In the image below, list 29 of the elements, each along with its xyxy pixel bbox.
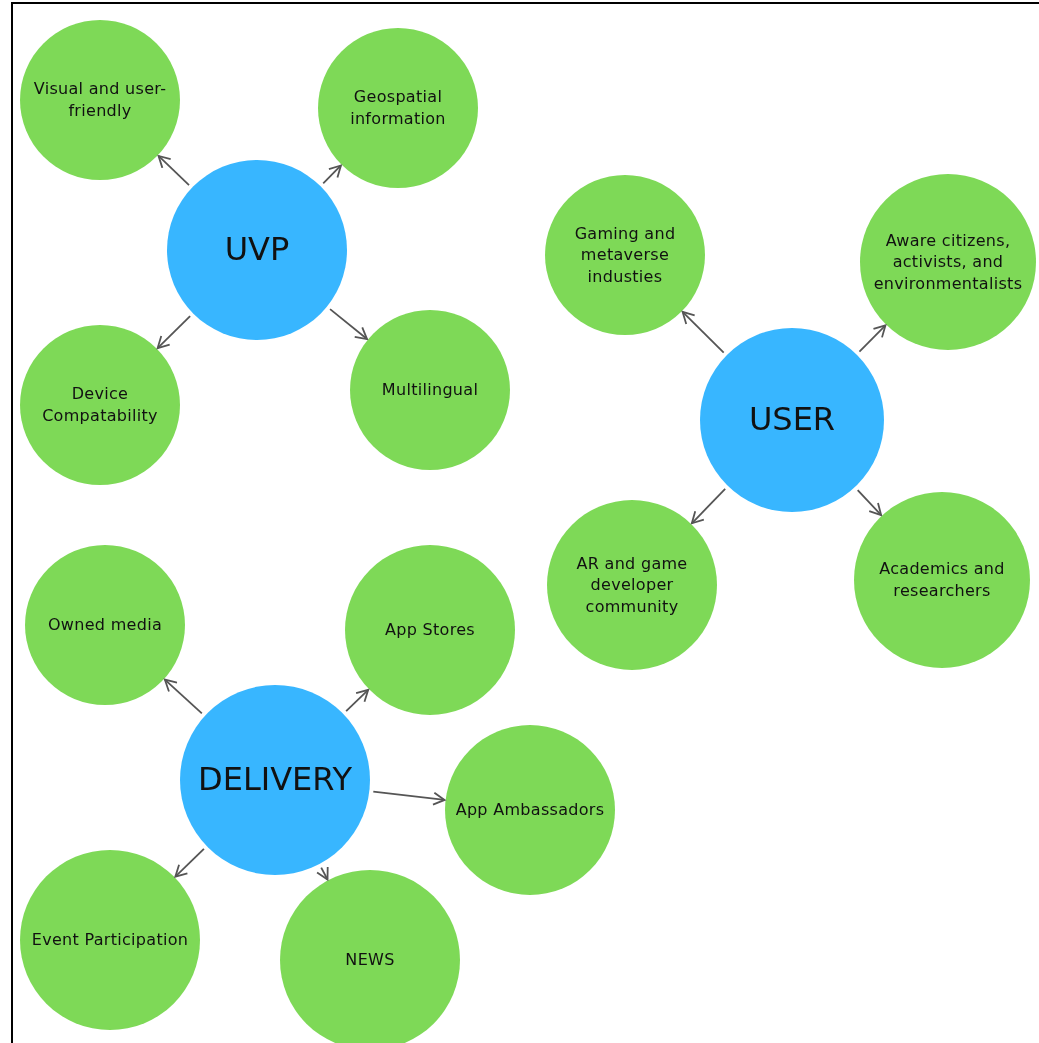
arrow (156, 315, 191, 349)
hub-label: USER (748, 399, 836, 441)
idea-label: Multilingual (381, 379, 479, 401)
idea-label: Event Participation (31, 929, 189, 951)
arrow (858, 324, 887, 353)
arrow (316, 866, 329, 881)
idea-label: Geospatial information (349, 86, 447, 130)
arrow (157, 155, 190, 186)
idea-label: Owned media (47, 614, 162, 636)
idea-label: NEWS (345, 949, 395, 971)
idea-label: AR and game developer community (575, 552, 689, 618)
arrow (329, 308, 368, 340)
idea-label: App Ambassadors (455, 799, 605, 821)
idea-label: App Stores (385, 619, 475, 641)
idea-label: Device Compatability (41, 383, 159, 427)
idea-label: Gaming and metaverse industies (573, 222, 677, 288)
arrow (163, 678, 203, 715)
idea-label: Visual and user-friendly (32, 78, 168, 122)
hub-label: DELIVERY (198, 759, 352, 801)
hub-label: UVP (224, 229, 290, 271)
arrow (690, 488, 727, 525)
idea-label: Academics and researchers (878, 558, 1006, 602)
idea-label: Aware citizens, activists, and environmentalists (872, 229, 1024, 295)
arrow (322, 164, 342, 185)
arrow (174, 848, 205, 878)
arrow (345, 688, 370, 713)
arrow (856, 489, 883, 516)
arrow (372, 790, 446, 806)
arrow (681, 311, 725, 354)
